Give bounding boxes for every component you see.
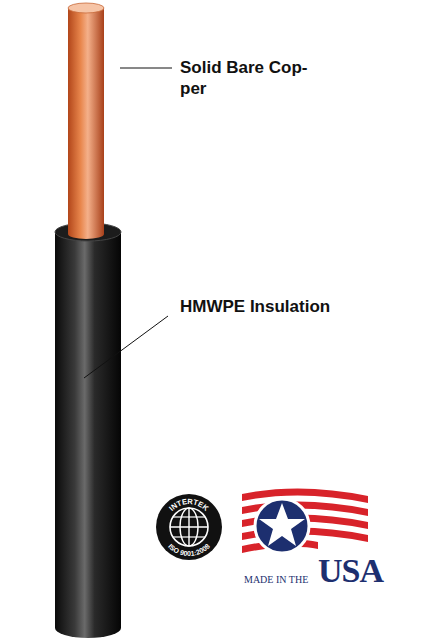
usa-flag-logo [242,488,368,553]
leader-line [120,68,172,69]
logo-text: ISO 9001:2008 [167,542,211,557]
leader-line [84,316,168,378]
logo-text: ISO 9001:2008 [167,542,211,557]
logo-text: MADE IN THE [244,574,308,585]
logo-text: INTERTEK [167,497,211,513]
part-label: HMWPE Insulation [180,296,330,317]
insulation-jacket [55,223,121,638]
logo-text: USA [318,553,383,589]
logo-text: INTERTEK [167,497,211,513]
copper-conductor [68,3,104,239]
part-label: Solid Bare Cop- per [180,57,320,99]
intertek-logo: INTERTEK ISO 9001:2008 [156,494,222,560]
